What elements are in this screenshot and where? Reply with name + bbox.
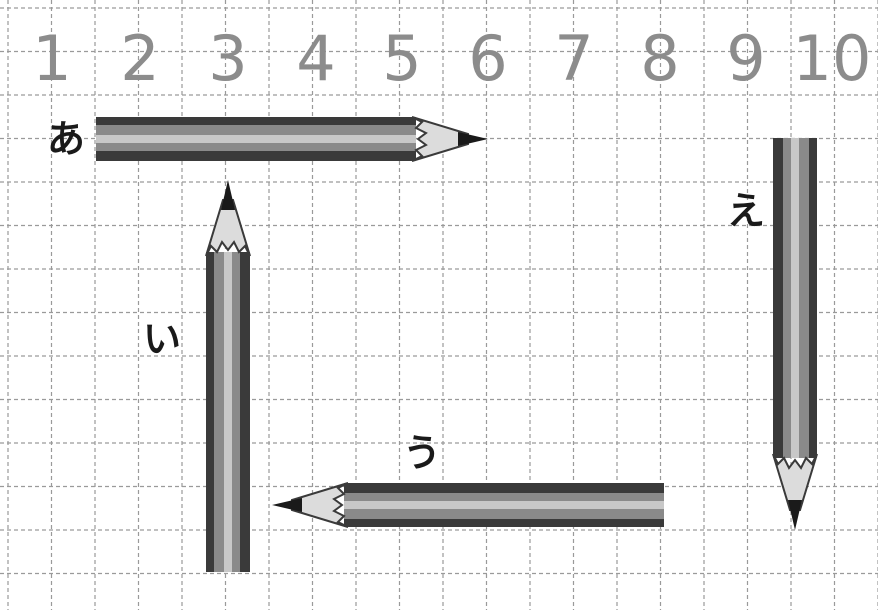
column-number-1: 1 — [32, 22, 71, 95]
column-number-3: 3 — [208, 22, 247, 95]
column-number-9: 9 — [726, 22, 765, 95]
column-numbers: 1 2 3 4 5 6 7 8 9 10 — [32, 22, 871, 95]
pencil-i-label: い — [143, 317, 181, 361]
column-number-4: 4 — [296, 22, 335, 95]
column-number-5: 5 — [382, 22, 421, 95]
pencil-e-label: え — [727, 189, 765, 233]
column-number-8: 8 — [640, 22, 679, 95]
pencil-u: う — [272, 431, 664, 527]
column-number-10: 10 — [793, 22, 872, 95]
pencil-u-label: う — [403, 431, 441, 475]
column-number-2: 2 — [120, 22, 159, 95]
pencil-i: い — [143, 180, 250, 572]
pencil-a-label: あ — [47, 117, 85, 161]
pencil-a: あ — [47, 117, 488, 161]
column-number-6: 6 — [468, 22, 507, 95]
pencil-e: え — [727, 138, 817, 530]
column-number-7: 7 — [554, 22, 593, 95]
